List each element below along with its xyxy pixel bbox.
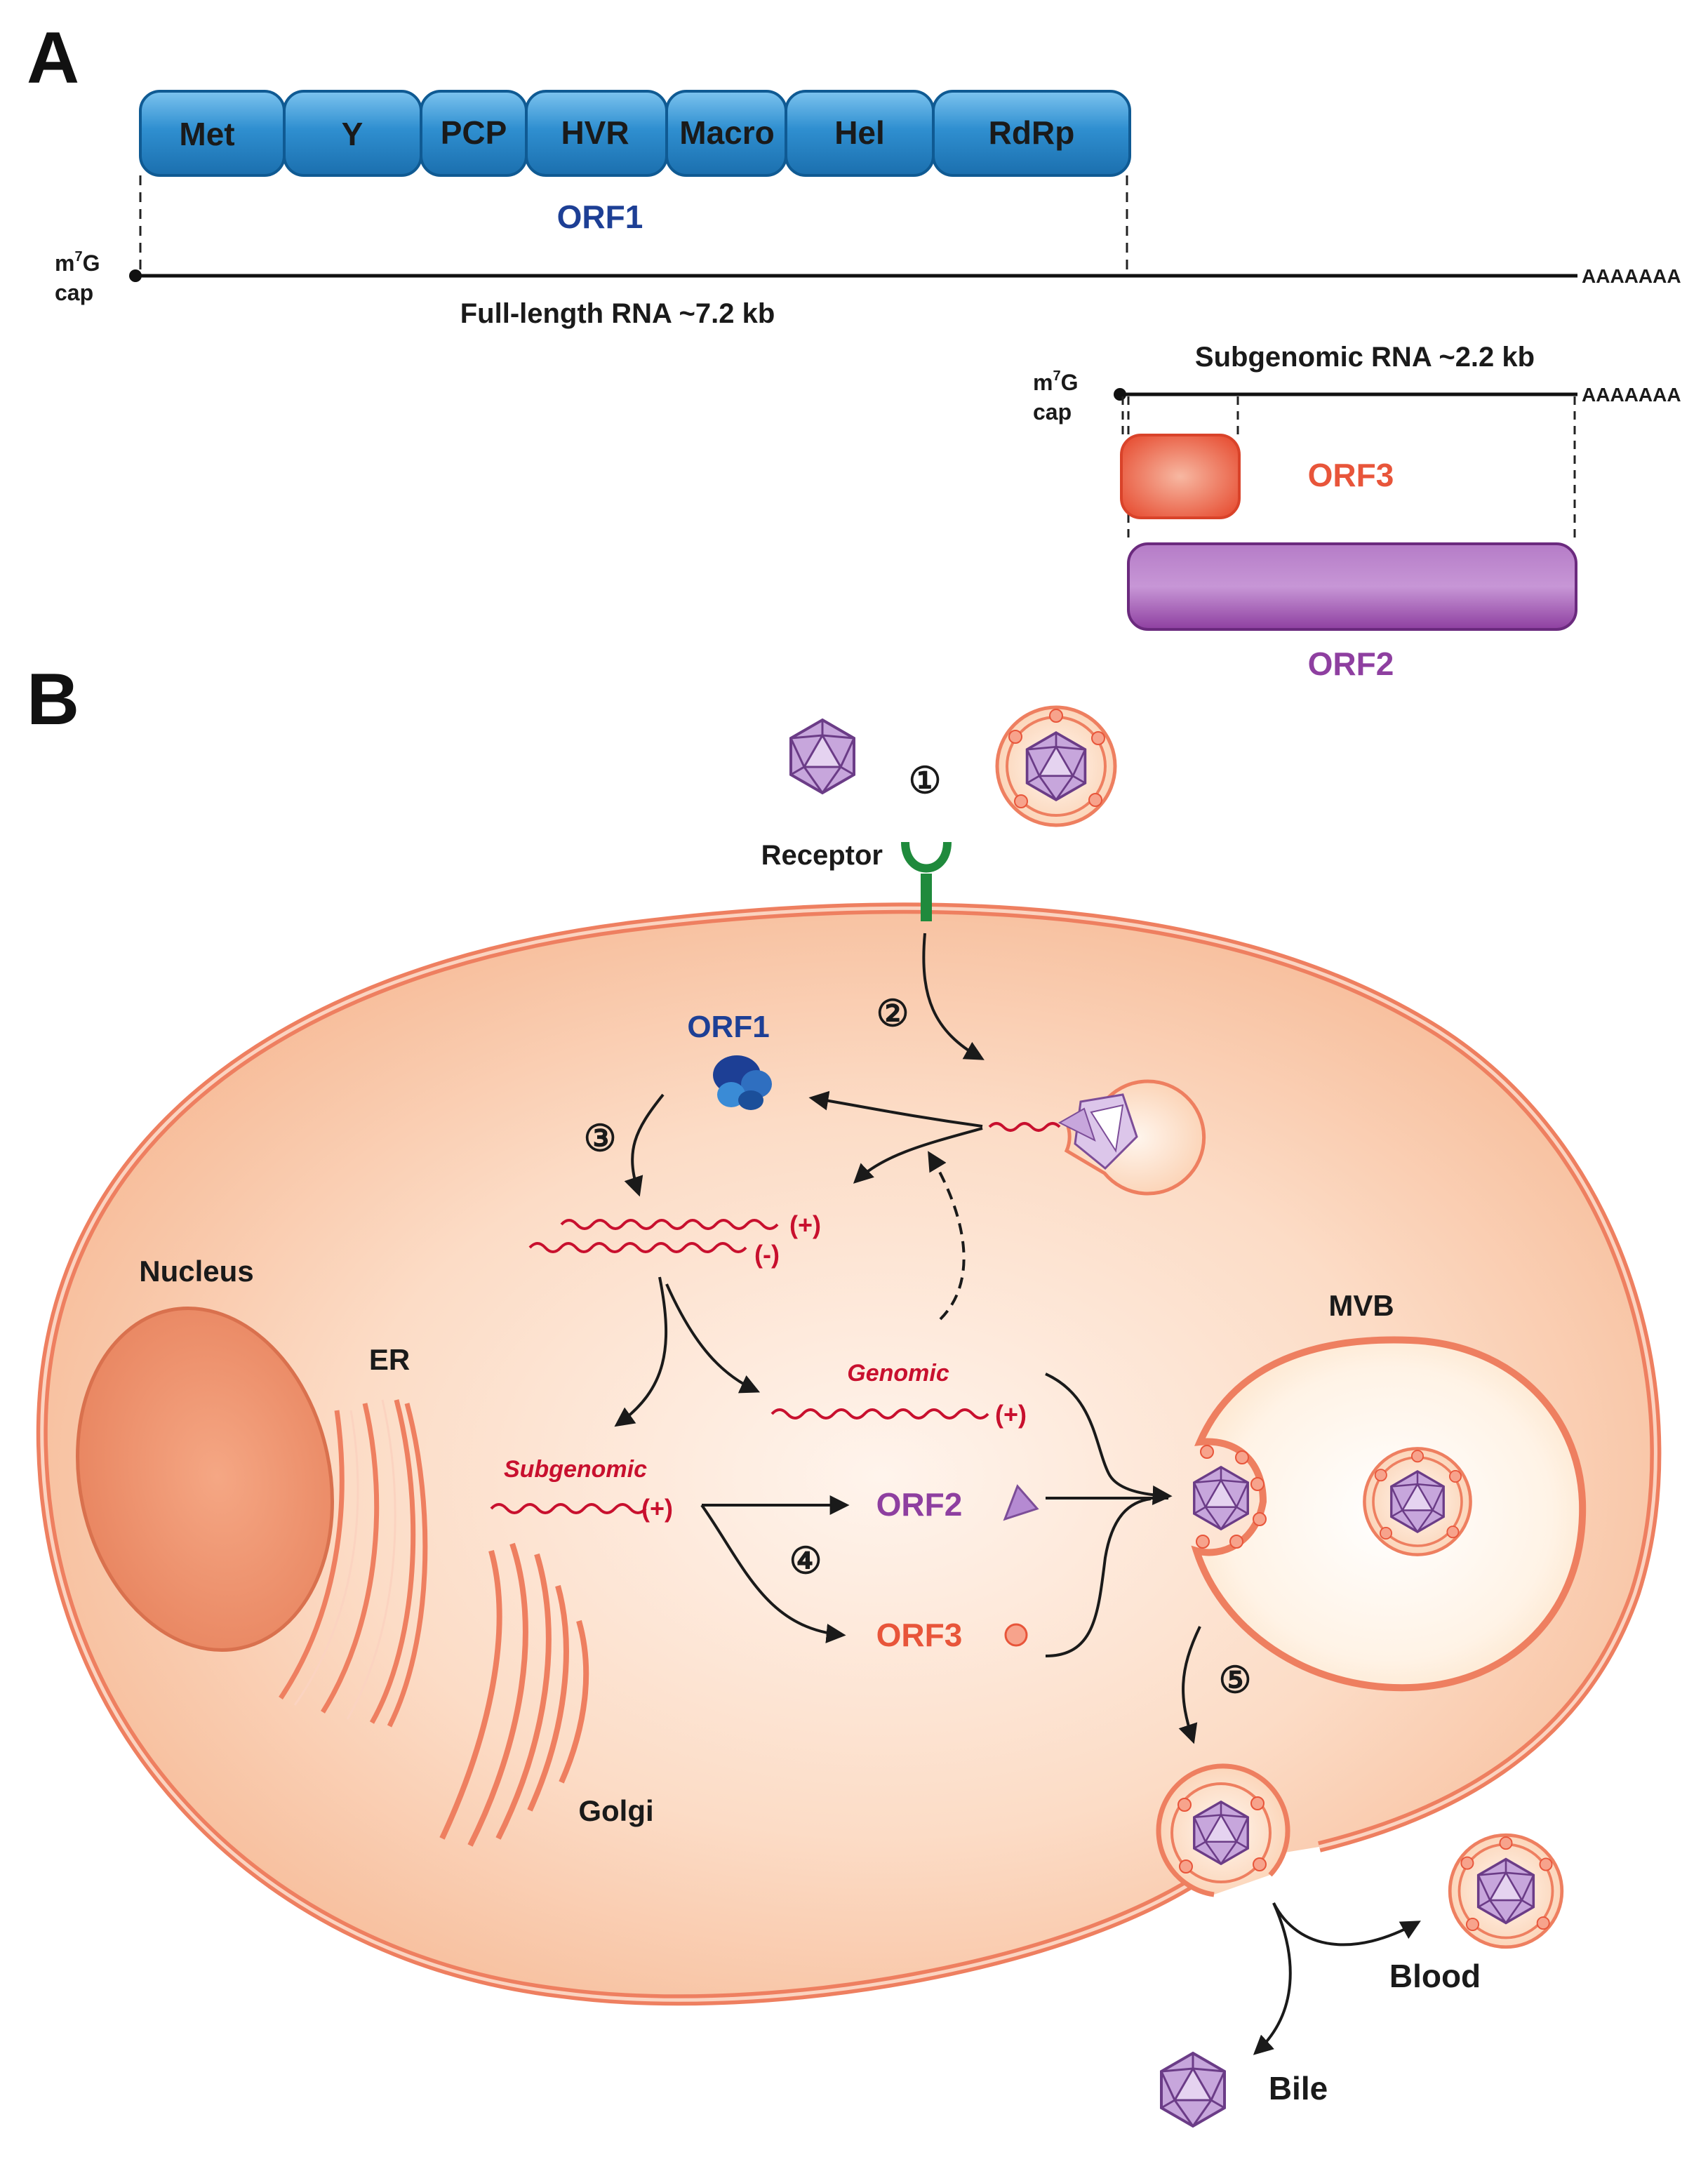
step-1: ① [909,761,942,801]
minus-strand-label: (-) [754,1240,780,1269]
orf2-box [1127,542,1577,631]
genomic-label: Genomic [847,1360,949,1387]
golgi-label: Golgi [578,1794,653,1827]
blood-label: Blood [1389,1958,1481,1994]
nucleus-label: Nucleus [139,1255,253,1288]
er-organelle [279,1399,428,1728]
golgi-organelle [439,1542,589,1847]
domain-rdrp [932,90,1131,177]
domain-label: PCP [441,114,507,151]
cap-label-sg: cap [1033,399,1072,425]
orf3-box [1120,434,1241,519]
subgenomic-label: Subgenomic [504,1456,647,1483]
er-label: ER [369,1343,410,1376]
cap-label: cap [55,280,93,305]
orf3-protein-icon [1004,1623,1028,1647]
replication-intermediate [528,1219,779,1253]
orf1-complex-label: ORF1 [687,1010,769,1044]
mvb-label: MVB [1328,1289,1394,1322]
domain-label: HVR [561,114,629,151]
domain-label: RdRp [989,114,1075,151]
orf1-domain-bar: Met Y PCP HVR Macro Hel RdRp [139,90,1131,177]
orf2-protein-icon [1003,1484,1039,1521]
orf2-protein-label: ORF2 [876,1486,963,1523]
enveloped-virus-icon [997,707,1115,825]
nucleus-organelle [76,1307,334,1652]
domain-label: Met [179,116,234,152]
orf1-label: ORF1 [557,199,643,235]
step-4: ④ [789,1541,822,1582]
endosome-icon [1058,1079,1206,1196]
blood-virus-icon [1450,1835,1562,1947]
receptor-label: Receptor [761,840,883,871]
step-3: ③ [584,1118,617,1159]
mvb-enveloped-virus-icon [1364,1448,1470,1554]
step-5: ⑤ [1219,1660,1252,1701]
orf1-protein-icon [713,1055,772,1110]
exocytosis-vesicle-icon [1156,1763,1290,1897]
polya-label: AAAAAAA [1582,265,1681,287]
domain-label: Y [342,116,363,152]
receptor-icon [901,841,952,921]
panel-b-label: B [27,659,79,740]
full-length-rna-label: Full-length RNA ~7.2 kb [460,298,775,329]
genomic-plus-label: (+) [995,1400,1027,1429]
budding-virus-icon [1193,1445,1267,1549]
orf2-label: ORF2 [1308,646,1394,682]
svg-text:m7G: m7G [55,249,100,276]
bile-virus-icon [1160,2052,1226,2128]
subgenomic-plus-label: (+) [641,1494,673,1523]
plus-strand-label: (+) [789,1210,821,1239]
polya-label-sg: AAAAAAA [1582,384,1681,406]
orf3-label: ORF3 [1308,457,1394,493]
svg-text:m7G: m7G [1033,368,1078,395]
bile-label: Bile [1269,2070,1328,2106]
orf3-protein-label: ORF3 [876,1617,963,1653]
step-2: ② [876,994,909,1034]
panel-a-label: A [27,18,79,99]
domain-label: Hel [834,114,885,151]
naked-virus-icon [789,719,855,794]
domain-label: Macro [679,114,774,151]
subgenomic-rna-label: Subgenomic RNA ~2.2 kb [1195,342,1535,373]
